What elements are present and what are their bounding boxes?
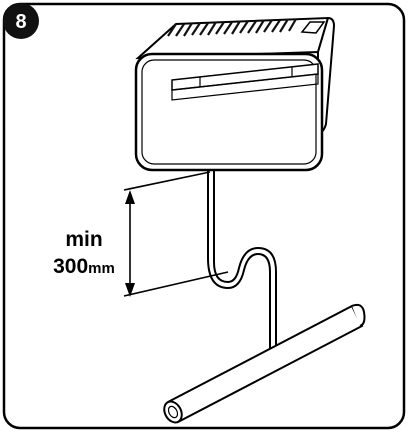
- step-badge-circle: [3, 3, 39, 39]
- step-number: 8: [15, 11, 26, 33]
- main-pipe-end-far: [351, 303, 366, 327]
- dimension-marker: [123, 171, 229, 297]
- step-badge: 8: [3, 3, 39, 39]
- unit-front-inner-rim: [141, 59, 317, 165]
- dimension-label-value: 300mm: [53, 255, 115, 278]
- main-drain-pipe-icon: [163, 303, 366, 424]
- dimension-value: 300: [53, 255, 88, 278]
- air-conditioner-unit-icon: [134, 16, 336, 172]
- drain-pipe-trap: [207, 246, 277, 360]
- main-pipe-end-near: [163, 400, 183, 424]
- drain-pipe-icon: [207, 170, 277, 360]
- dimension-label-min: min: [65, 228, 102, 251]
- dimension-extension-top: [123, 171, 211, 191]
- dimension-extension-bottom: [123, 271, 229, 297]
- unit-display-panel: [300, 21, 326, 34]
- unit-air-outlet: [171, 73, 319, 101]
- main-pipe-end-near-inner: [167, 405, 179, 419]
- dimension-arrow-bottom: [125, 283, 135, 297]
- dimension-unit: mm: [88, 260, 115, 277]
- unit-top-grille: [167, 18, 297, 37]
- dimension-arrow-top: [125, 190, 135, 204]
- drain-pipe-drop: [207, 170, 215, 262]
